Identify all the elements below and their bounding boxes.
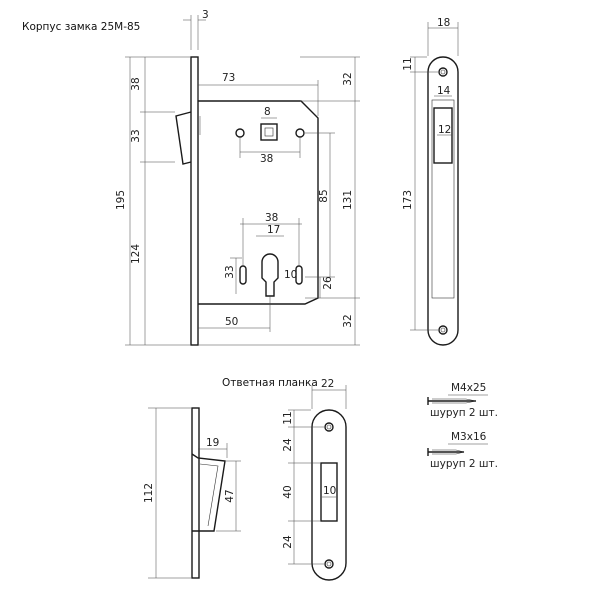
dim-strike-width: 22 <box>321 378 334 390</box>
dim-strike-length: 112 <box>143 483 155 503</box>
lock-body-title: Корпус замка 25М-85 <box>22 21 140 33</box>
faceplate-latch-slot <box>433 107 453 164</box>
faceplate-screw-top <box>438 67 448 77</box>
dim-top-offset: 38 <box>130 77 142 90</box>
dim-strike-mid: 40 <box>282 485 294 498</box>
strike-plate-outline <box>311 409 347 581</box>
lock-body-view: 3 73 8 38 38 17 10 50 38 33 195 124 32 8… <box>115 9 360 346</box>
dim-strike-top: 11 <box>282 411 294 424</box>
latch-side-bolt <box>191 453 226 532</box>
dim-plate-thickness: 3 <box>202 9 209 21</box>
dim-lower-offset: 124 <box>130 244 142 264</box>
dim-cyl-left: 33 <box>224 265 236 278</box>
strike-latch-hole <box>320 462 338 522</box>
dim-backset: 50 <box>225 316 238 328</box>
screw-1-icon <box>427 397 476 405</box>
dim-faceplate-slot-inner: 12 <box>438 124 451 136</box>
dim-bottom-right: 32 <box>342 314 354 327</box>
dim-faceplate-length: 173 <box>402 190 414 210</box>
dim-cyl-holes: 38 <box>265 212 278 224</box>
screw-2-icon <box>427 448 464 456</box>
screw-2-size: М3х16 <box>451 431 487 443</box>
faceplate-edge <box>190 56 199 346</box>
dim-faceplate-slot-width: 14 <box>437 85 451 97</box>
dim-strike-upper: 24 <box>282 438 294 452</box>
dim-centre-distance: 85 <box>318 189 330 202</box>
cylinder-hole <box>261 253 279 297</box>
faceplate-outline <box>427 56 459 346</box>
dim-faceplate-top: 11 <box>402 57 414 70</box>
dim-latch-side: 47 <box>224 489 236 502</box>
faceplate-screw-bottom <box>438 325 448 335</box>
dim-overall-height: 195 <box>115 190 127 210</box>
dim-top-right: 32 <box>342 72 354 85</box>
spindle-hole-right <box>295 128 305 138</box>
dim-body-height: 131 <box>342 190 354 210</box>
body-outline <box>198 100 319 305</box>
dim-latch-projection: 19 <box>206 437 219 449</box>
strike-screw-bottom <box>324 559 334 569</box>
screw-1: М4х25 шуруп 2 шт. <box>427 382 498 419</box>
latch-side-plate <box>191 407 200 579</box>
latch-bolt <box>175 111 192 165</box>
dim-strike-slot: 10 <box>323 485 336 497</box>
dim-spindle-square: 8 <box>264 106 271 118</box>
cylinder-slot-left <box>239 265 247 285</box>
latch-side-view: 19 47 112 <box>143 407 241 579</box>
faceplate-front-view: 18 14 12 11 173 <box>402 17 459 346</box>
strike-plate-title: Ответная планка <box>222 377 318 389</box>
screw-1-caption: шуруп 2 шт. <box>430 407 498 419</box>
screw-2-caption: шуруп 2 шт. <box>430 458 498 470</box>
dim-cyl-width: 17 <box>267 224 280 236</box>
spindle-hole-left <box>235 128 245 138</box>
dim-cyl-right: 26 <box>322 276 334 290</box>
dim-cyl-slot: 10 <box>284 269 297 281</box>
spindle-square <box>260 123 278 141</box>
screw-2: М3х16 шуруп 2 шт. <box>427 431 498 470</box>
dim-faceplate-width: 18 <box>437 17 450 29</box>
dim-strike-lower: 24 <box>282 535 294 549</box>
strike-screw-top <box>324 422 334 432</box>
dim-latch-height: 33 <box>130 129 142 142</box>
screw-1-size: М4х25 <box>451 382 486 394</box>
dim-spindle-holes: 38 <box>260 153 273 165</box>
strike-plate-view: 22 10 11 24 40 24 <box>282 378 347 581</box>
dim-body-width: 73 <box>222 72 235 84</box>
